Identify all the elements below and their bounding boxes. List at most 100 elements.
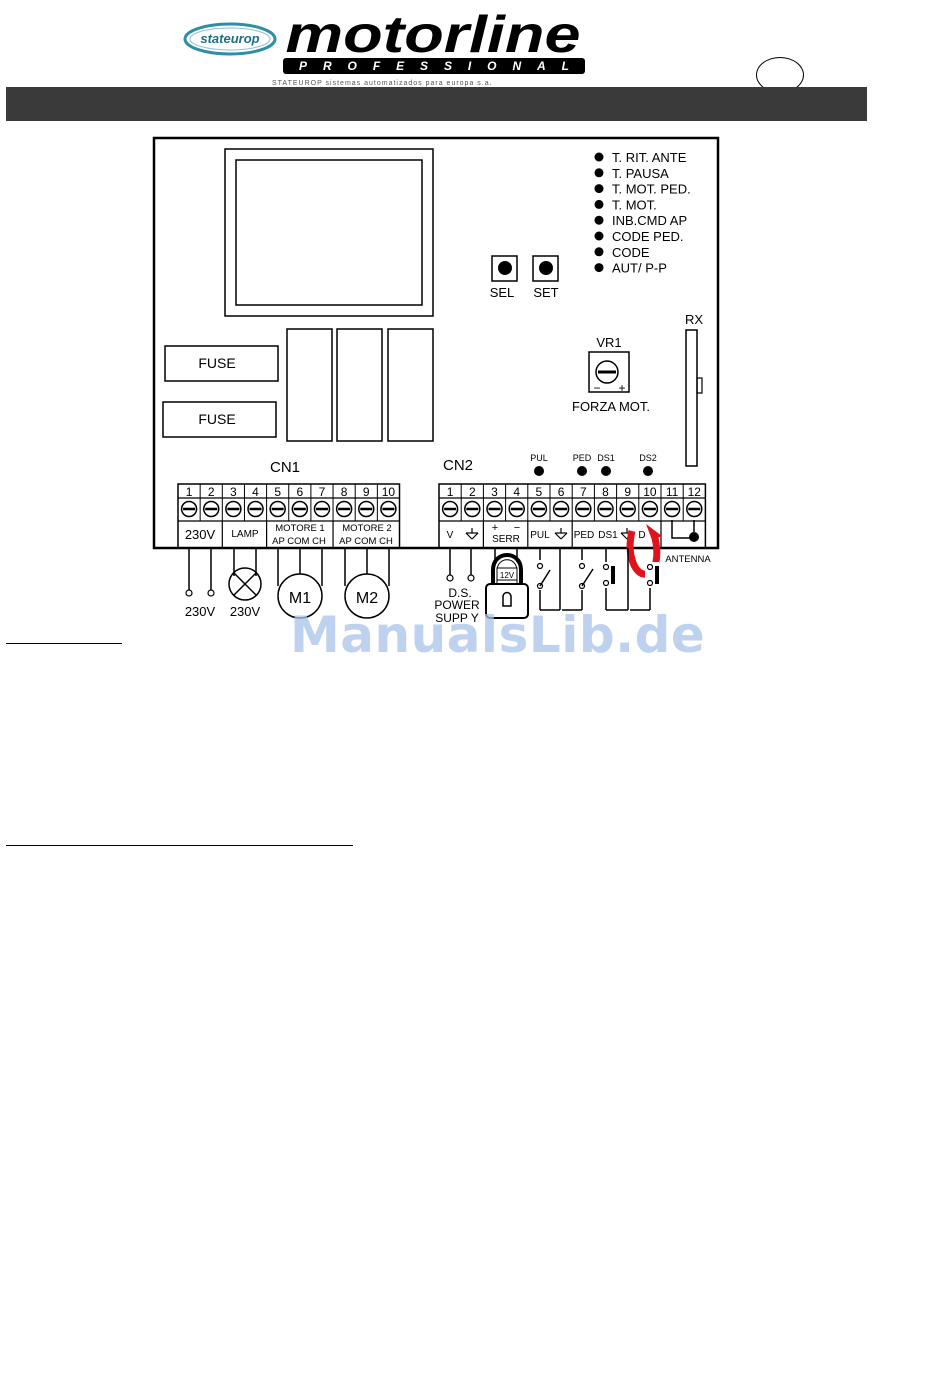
rx-module bbox=[685, 329, 698, 467]
cn2-pin-number: 9 bbox=[624, 485, 631, 499]
relay-2 bbox=[336, 328, 383, 442]
fuse-2 bbox=[162, 401, 277, 438]
serr-label: SERR bbox=[492, 534, 520, 545]
status-led-label: T. RIT. ANTE bbox=[612, 150, 687, 165]
cn2-ground-symbol-2 bbox=[554, 528, 568, 540]
cn1-pin-number: 7 bbox=[319, 485, 326, 499]
input-led-dot bbox=[534, 466, 544, 476]
ds1-contact bbox=[601, 548, 629, 611]
input-led-label: DS2 bbox=[639, 453, 657, 463]
ped-switch bbox=[562, 548, 594, 611]
cn2-pin-number: 3 bbox=[491, 485, 498, 499]
forza-label: FORZA MOT. bbox=[572, 399, 650, 414]
status-led-dot bbox=[594, 184, 604, 194]
relay-1 bbox=[286, 328, 333, 442]
rx-label: RX bbox=[685, 312, 703, 327]
cn1-lamp-label: LAMP bbox=[231, 529, 259, 540]
cn1-pin-number: 6 bbox=[296, 485, 303, 499]
cn1-pin-number: 3 bbox=[230, 485, 237, 499]
set-button-dot bbox=[539, 261, 553, 275]
cn2-pin-number: 8 bbox=[602, 485, 609, 499]
cn2-v-label: V bbox=[447, 530, 454, 541]
status-led-dot bbox=[594, 247, 604, 257]
ped-label: PED bbox=[574, 530, 595, 541]
cn1-pin-number: 4 bbox=[252, 485, 259, 499]
stateurop-text: stateurop bbox=[200, 31, 259, 46]
sel-button bbox=[491, 255, 518, 282]
motor-2 bbox=[344, 548, 390, 619]
cn1-pin-number: 5 bbox=[274, 485, 281, 499]
header-bar bbox=[6, 87, 867, 121]
vr1-label: VR1 bbox=[596, 335, 621, 350]
status-led-label: CODE bbox=[612, 245, 650, 260]
cn2-pin-number: 1 bbox=[447, 485, 454, 499]
antenna-connector bbox=[689, 532, 699, 542]
cn1-pin-number: 1 bbox=[186, 485, 193, 499]
cn2-pin-number: 11 bbox=[666, 485, 679, 499]
pul-label: PUL bbox=[530, 530, 550, 541]
fuse-1 bbox=[164, 345, 279, 382]
status-led-label: CODE PED. bbox=[612, 229, 684, 244]
cn2-pin-number: 5 bbox=[536, 485, 543, 499]
lock-voltage-label: 12V bbox=[500, 571, 515, 580]
cn2-label: CN2 bbox=[443, 457, 473, 474]
status-led-dot bbox=[594, 152, 604, 162]
status-led-label: T. MOT. bbox=[612, 197, 657, 212]
control-board bbox=[152, 136, 720, 550]
motor-2-label: M2 bbox=[356, 590, 378, 607]
cn2-pin-number: 10 bbox=[643, 485, 657, 499]
rx-module-pin bbox=[696, 377, 703, 394]
fuse-1-label: FUSE bbox=[198, 355, 235, 371]
electric-lock-icon bbox=[485, 548, 529, 619]
motore1-pins-label: AP COM CH bbox=[272, 536, 326, 547]
input-led-label: DS1 bbox=[597, 453, 615, 463]
vr1-knob bbox=[595, 360, 619, 384]
sel-button-dot bbox=[498, 261, 512, 275]
cn1-230v-label: 230V bbox=[185, 527, 216, 542]
antenna-label: ANTENNA bbox=[665, 554, 711, 565]
supply-230v bbox=[185, 548, 215, 597]
status-led-dot bbox=[594, 215, 604, 225]
input-led-label: PED bbox=[573, 453, 592, 463]
ds1-label: DS1 bbox=[598, 530, 618, 541]
cn2-ground-symbol-1 bbox=[465, 528, 479, 540]
fuse-2-label: FUSE bbox=[198, 411, 235, 427]
set-label: SET bbox=[533, 285, 558, 300]
serr-minus: − bbox=[514, 522, 520, 534]
ds2-label-partial: D bbox=[638, 530, 645, 541]
status-led-dot bbox=[594, 231, 604, 241]
motore2-label: MOTORE 2 bbox=[342, 523, 391, 534]
relay-3 bbox=[387, 328, 434, 442]
cn2-pin-number: 6 bbox=[558, 485, 565, 499]
motore1-label: MOTORE 1 bbox=[275, 523, 324, 534]
motor-1-label: M1 bbox=[289, 590, 311, 607]
ds-power-line-2: POWER bbox=[434, 598, 480, 612]
ds-power-line-3: SUPP Y bbox=[435, 611, 479, 625]
brand-tagline: STATEUROP sistemas automatizados para eu… bbox=[272, 80, 493, 87]
serr-plus: + bbox=[492, 522, 498, 534]
ds-power-terminals bbox=[446, 548, 475, 582]
brand-wordmark: motorline bbox=[286, 8, 581, 64]
supply-230v-label: 230V bbox=[185, 604, 216, 619]
ds2-contact bbox=[630, 562, 659, 611]
motor-1 bbox=[277, 548, 323, 619]
section-heading-underline-1 bbox=[6, 643, 122, 644]
vr1-trimmer bbox=[588, 351, 630, 393]
status-led-dot bbox=[594, 199, 604, 209]
status-led-label: AUT/ P-P bbox=[612, 261, 667, 276]
status-led-label: T. PAUSA bbox=[612, 166, 669, 181]
ds-power-line-1: D.S. bbox=[448, 586, 471, 600]
input-led-dot bbox=[643, 466, 653, 476]
section-heading-underline-2 bbox=[6, 845, 353, 846]
cn2-pin-number: 4 bbox=[513, 485, 520, 499]
sel-label: SEL bbox=[490, 285, 515, 300]
vr1-plus: + bbox=[618, 381, 625, 395]
status-led-label: INB.CMD AP bbox=[612, 213, 687, 228]
lamp-symbol bbox=[228, 548, 262, 601]
status-led-label: T. MOT. PED. bbox=[612, 182, 691, 197]
